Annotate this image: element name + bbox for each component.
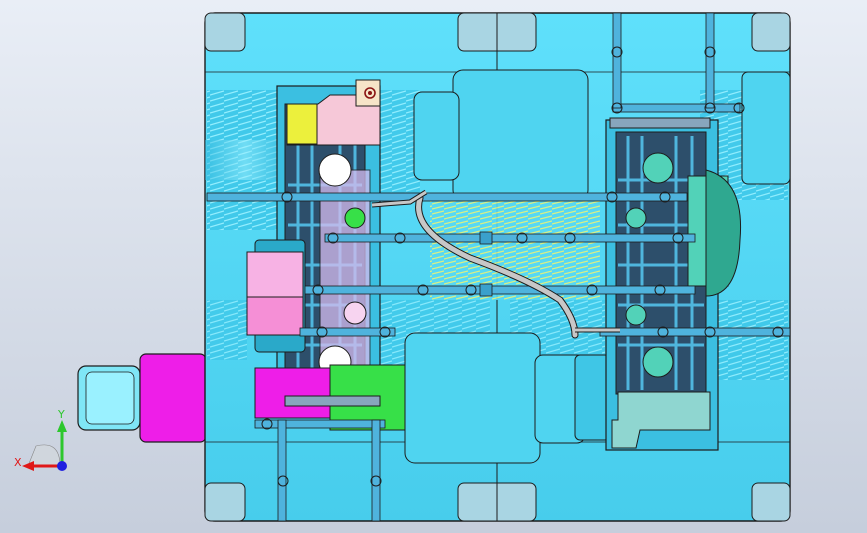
sprue-bushing[interactable] [77, 353, 207, 443]
channel-plugs [261, 46, 784, 487]
cavity-inserts[interactable] [404, 69, 791, 464]
axis-y-label: Y [58, 408, 65, 421]
axis-triad [22, 420, 67, 471]
axis-x-label: X [14, 456, 22, 469]
corner-pockets [204, 12, 791, 522]
runner-hose[interactable] [371, 189, 620, 339]
left-slider[interactable] [246, 239, 306, 353]
cooling-channels[interactable] [206, 12, 791, 522]
